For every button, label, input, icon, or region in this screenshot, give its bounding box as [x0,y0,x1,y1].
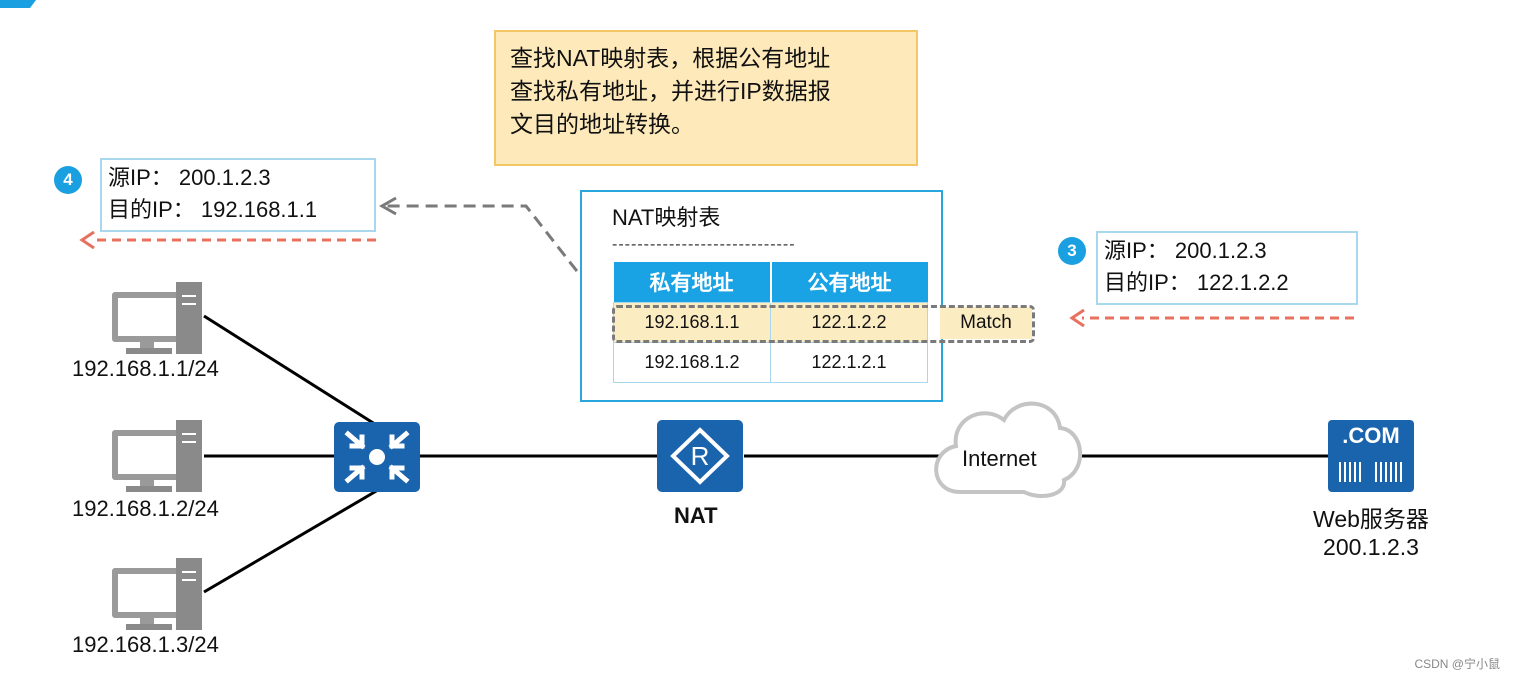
nat-table-divider: ----------------------------- [612,236,796,253]
pc-icon [112,558,202,630]
server-name: Web服务器 [1313,506,1429,532]
step-3-src-ip: 源IP： 200.1.2.3 [1104,238,1267,263]
table-row-matched: 192.168.1.1 122.1.2.2 [613,302,928,343]
step-4-packet-box: 源IP： 200.1.2.3 目的IP： 192.168.1.1 [100,158,376,232]
column-header-private: 私有地址 [613,262,771,303]
match-highlight [612,305,1035,343]
corner-accent [0,0,36,8]
nat-mapping-table: 私有地址 公有地址 192.168.1.1 122.1.2.2 192.168.… [613,262,928,383]
host-ip-1: 192.168.1.1/24 [72,356,219,381]
step-3-badge: 3 [1058,237,1086,265]
network-links [203,314,1328,594]
note-line: 查找NAT映射表，根据公有地址 [510,45,831,71]
table-header-row: 私有地址 公有地址 [613,262,928,303]
internet-cloud-icon [934,401,1082,498]
match-label: Match [940,307,1032,339]
pc-icon [112,282,202,354]
lookup-arrow [384,204,614,317]
flow-arrowhead-4 [79,230,95,250]
router-icon: R [657,420,743,492]
server-ip: 200.1.2.3 [1323,534,1419,560]
step-3-packet-box: 源IP： 200.1.2.3 目的IP： 122.1.2.2 [1096,231,1358,305]
pc-icon [112,420,202,492]
router-label: NAT [674,503,718,528]
step-4-dst-ip: 目的IP： 192.168.1.1 [108,197,318,222]
svg-text:R: R [691,441,710,471]
table-cell: 122.1.2.1 [770,342,928,383]
step-4-badge: 4 [54,166,82,194]
lookup-note: 查找NAT映射表，根据公有地址 查找私有地址，并进行IP数据报 文目的地址转换。 [494,30,918,166]
host-ip-3: 192.168.1.3/24 [72,632,219,657]
note-line: 查找私有地址，并进行IP数据报 [510,78,831,104]
lookup-arrowhead [378,196,397,216]
host-ip-2: 192.168.1.2/24 [72,496,219,521]
table-cell: 122.1.2.2 [770,302,928,343]
step-4-src-ip: 源IP： 200.1.2.3 [108,165,271,190]
note-line: 文目的地址转换。 [510,111,694,137]
watermark: CSDN @宁小鼠 [1414,657,1500,671]
column-header-public: 公有地址 [769,262,928,303]
switch-icon [334,422,420,492]
web-server-icon [1328,420,1414,492]
step-3-dst-ip: 目的IP： 122.1.2.2 [1104,270,1289,295]
flow-arrowhead-3 [1069,308,1085,328]
nat-table-title: NAT映射表 [612,205,721,230]
cloud-label: Internet [962,446,1037,471]
server-badge: .COM [1342,423,1400,448]
table-cell: 192.168.1.2 [613,342,771,383]
table-row: 192.168.1.2 122.1.2.1 [613,342,928,383]
table-cell: 192.168.1.1 [613,302,771,343]
